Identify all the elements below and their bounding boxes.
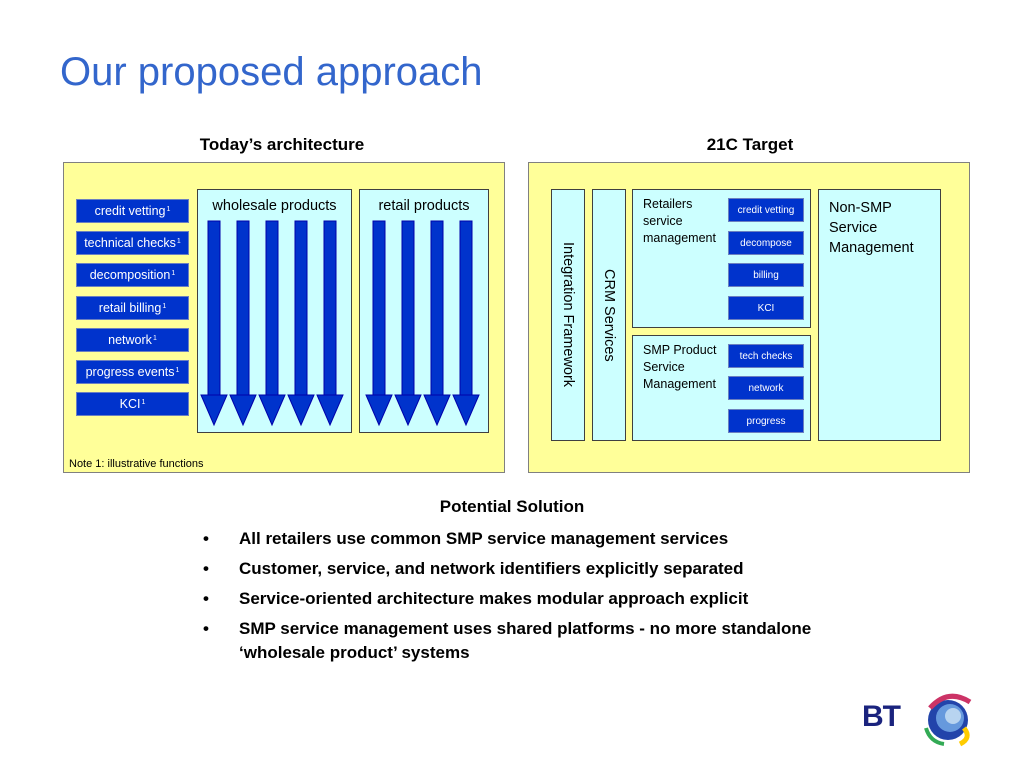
- bullet-glyph: •: [203, 589, 209, 608]
- bullet-glyph: •: [203, 559, 209, 578]
- integration-framework-box: Integration Framework: [551, 189, 585, 441]
- function-label: network: [108, 333, 152, 347]
- retailers-service-management-label: Retailers service management: [643, 196, 716, 247]
- function-label: decomposition: [89, 268, 171, 282]
- non-smp-service-management-label: Non-SMP Service Management: [829, 198, 914, 258]
- retail-billing: billing: [728, 263, 804, 287]
- crm-services-box: CRM Services: [592, 189, 626, 441]
- list-item: • Service-oriented architecture makes mo…: [200, 587, 820, 611]
- smp-tech-checks: tech checks: [728, 344, 804, 368]
- function-label: retail billing: [98, 301, 162, 315]
- down-arrow-icon: [258, 220, 286, 427]
- smp-network: network: [728, 376, 804, 400]
- down-arrow-icon: [394, 220, 422, 427]
- function-label: progress events: [85, 365, 175, 379]
- 21c-target-heading: 21C Target: [706, 135, 794, 154]
- todays-architecture-heading: Today’s architecture: [199, 135, 365, 154]
- crm-services-label: CRM Services: [601, 268, 617, 362]
- wholesale-products-box: wholesale products: [197, 189, 352, 433]
- list-item: • All retailers use common SMP service m…: [200, 527, 820, 551]
- down-arrow-icon: [287, 220, 315, 427]
- label-line: Management: [829, 240, 914, 256]
- down-arrow-icon: [365, 220, 393, 427]
- wholesale-arrows: [200, 220, 344, 427]
- down-arrow-icon: [452, 220, 480, 427]
- label-line: management: [643, 231, 716, 245]
- retail-credit-vetting: credit vetting: [728, 198, 804, 222]
- bt-piper-globe-icon: [924, 693, 972, 747]
- slide-title: Our proposed approach: [60, 50, 483, 94]
- retail-decompose: decompose: [728, 231, 804, 255]
- down-arrow-icon: [316, 220, 344, 427]
- label-line: service: [643, 214, 683, 228]
- integration-framework-label: Integration Framework: [560, 242, 576, 388]
- retail-products-label: retail products: [378, 198, 470, 214]
- label-line: Retailers: [643, 197, 693, 211]
- smp-progress: progress: [728, 409, 804, 433]
- down-arrow-icon: [229, 220, 257, 427]
- wholesale-products-label: wholesale products: [212, 198, 337, 214]
- bullet-glyph: •: [203, 529, 209, 548]
- potential-solution-heading: Potential Solution: [439, 497, 585, 516]
- retail-kci: KCI: [728, 296, 804, 320]
- down-arrow-icon: [423, 220, 451, 427]
- bullet-glyph: •: [203, 619, 209, 638]
- bullet-text: SMP service management uses shared platf…: [239, 619, 812, 662]
- label-line: SMP Product: [643, 343, 717, 357]
- function-label: credit vetting: [94, 204, 166, 218]
- non-smp-service-management-box: Non-SMP Service Management: [818, 189, 941, 441]
- bt-logo: BT: [862, 688, 982, 748]
- bt-logo-text: BT: [862, 700, 901, 733]
- footnote: Note 1: illustrative functions: [69, 458, 204, 470]
- retail-products-box: retail products: [359, 189, 489, 433]
- bullet-text: All retailers use common SMP service man…: [239, 529, 729, 548]
- list-item: • SMP service management uses shared pla…: [200, 617, 820, 665]
- label-line: Service: [643, 360, 685, 374]
- down-arrow-icon: [200, 220, 228, 427]
- label-line: Non-SMP: [829, 200, 892, 216]
- solution-bullet-list: • All retailers use common SMP service m…: [200, 527, 820, 671]
- retail-arrows: [365, 220, 480, 427]
- list-item: • Customer, service, and network identif…: [200, 557, 820, 581]
- label-line: Service: [829, 220, 878, 236]
- function-label: technical checks: [84, 236, 176, 250]
- function-label: KCI: [119, 397, 141, 411]
- label-line: Management: [643, 377, 716, 391]
- bullet-text: Customer, service, and network identifie…: [239, 559, 744, 578]
- smp-product-service-management-label: SMP Product Service Management: [643, 342, 716, 393]
- bullet-text: Service-oriented architecture makes modu…: [239, 589, 749, 608]
